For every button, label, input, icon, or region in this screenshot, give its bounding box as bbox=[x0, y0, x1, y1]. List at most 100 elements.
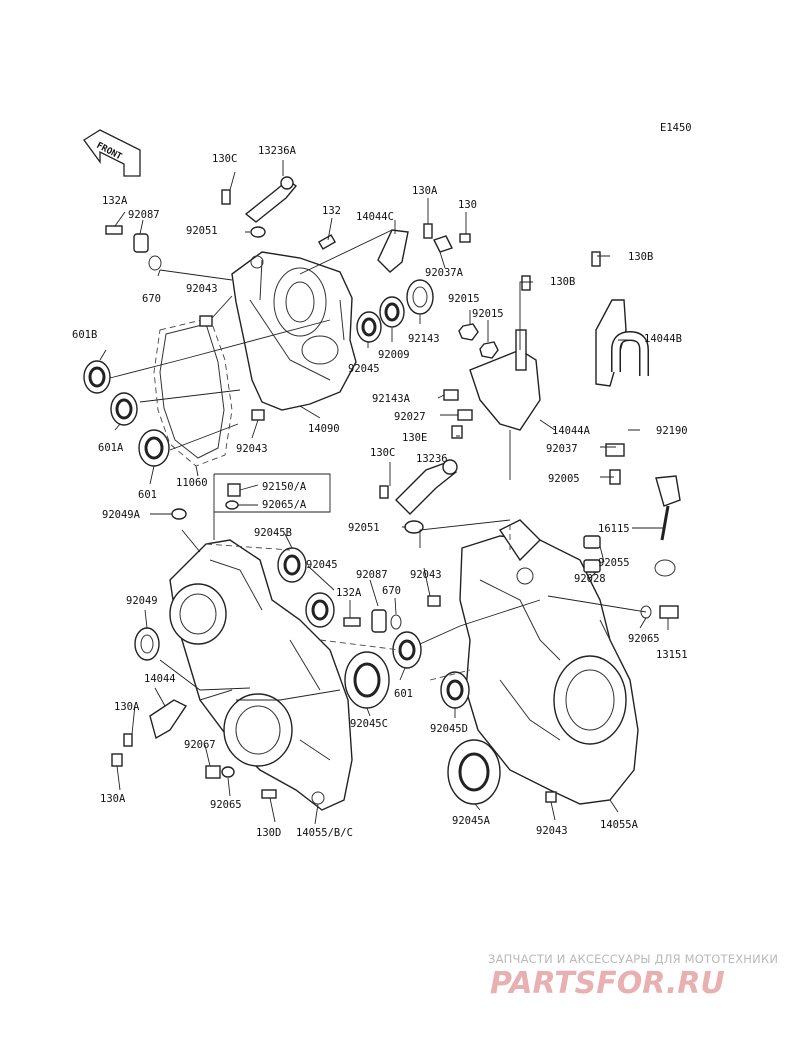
bearing-92045-lower bbox=[305, 592, 335, 628]
bolt-130e bbox=[451, 425, 463, 439]
part-label: 92043 bbox=[186, 283, 218, 295]
oil-seal-92143 bbox=[406, 279, 434, 315]
collar-92055 bbox=[583, 535, 601, 549]
part-label: 92055 bbox=[598, 557, 630, 569]
bolt-130b-top bbox=[591, 251, 601, 267]
collar-92028 bbox=[583, 559, 601, 573]
nut-92015b bbox=[479, 341, 499, 359]
part-label: 92015 bbox=[448, 293, 480, 305]
diagram-code: E1450 bbox=[660, 122, 692, 134]
part-label: 92045C bbox=[350, 718, 388, 730]
bearing-92045 bbox=[356, 311, 382, 343]
front-arrow-icon: FRONT bbox=[83, 129, 141, 177]
dowel-92043c bbox=[427, 595, 441, 607]
part-label: 11060 bbox=[176, 477, 208, 489]
part-label: 92065 bbox=[210, 799, 242, 811]
part-label: 601 bbox=[394, 688, 413, 700]
part-label: 670 bbox=[382, 585, 401, 597]
grommet-92087 bbox=[133, 233, 149, 253]
part-label: 130A bbox=[114, 701, 140, 713]
dowel-92043 bbox=[199, 315, 213, 327]
part-label: 92045 bbox=[348, 363, 380, 375]
part-label: 92045D bbox=[430, 723, 468, 735]
part-label: 92087 bbox=[356, 569, 388, 581]
part-label: 14044 bbox=[144, 673, 176, 685]
part-label: 92043 bbox=[410, 569, 442, 581]
gasket-11060 bbox=[153, 317, 233, 467]
shift-lever-13236a bbox=[221, 176, 298, 223]
bolt-130d bbox=[261, 789, 277, 799]
shift-lever-13236 bbox=[379, 459, 458, 515]
plug-92150 bbox=[225, 483, 241, 510]
part-label: 92045B bbox=[254, 527, 292, 539]
hose-92190 bbox=[605, 330, 649, 485]
washer-92051 bbox=[250, 226, 266, 238]
grommet-92087b bbox=[371, 609, 387, 633]
part-label: 670 bbox=[142, 293, 161, 305]
watermark: ЗАПЧАСТИ И АКСЕССУАРЫ ДЛЯ МОТОТЕХНИКИ PA… bbox=[488, 952, 778, 1001]
part-label: 13236 bbox=[416, 453, 448, 465]
washer-92049a bbox=[171, 508, 187, 520]
bracket-14044a bbox=[469, 329, 541, 431]
part-label: 92087 bbox=[128, 209, 160, 221]
part-label: 130C bbox=[370, 447, 395, 459]
part-label: 13151 bbox=[656, 649, 688, 661]
part-label: 14044C bbox=[356, 211, 394, 223]
part-label: 92005 bbox=[548, 473, 580, 485]
bearing-92045d bbox=[440, 671, 470, 709]
part-label: 92045A bbox=[452, 815, 491, 827]
part-label: 601 bbox=[138, 489, 157, 501]
part-label: 130B bbox=[628, 251, 653, 263]
bracket-14044 bbox=[111, 699, 188, 767]
bolt-132a bbox=[105, 225, 123, 235]
part-label: 14055/B/C bbox=[296, 827, 353, 839]
watermark-subtitle: ЗАПЧАСТИ И АКСЕССУАРЫ ДЛЯ МОТОТЕХНИКИ bbox=[488, 952, 778, 966]
dowel-92043d bbox=[545, 791, 557, 803]
bolt-132 bbox=[317, 234, 337, 250]
bearing-92045b bbox=[277, 547, 307, 583]
part-label: 92045 bbox=[306, 559, 338, 571]
nut-92015 bbox=[458, 323, 479, 341]
part-label: 132A bbox=[102, 195, 128, 207]
collar-92143a bbox=[443, 389, 459, 401]
part-label: 92049 bbox=[126, 595, 158, 607]
part-label: 13236A bbox=[258, 145, 297, 157]
part-label: 14044B bbox=[644, 333, 682, 345]
crankcase-left-14055 bbox=[169, 539, 353, 811]
oil-seal-92049 bbox=[134, 627, 160, 661]
part-label: 92037 bbox=[546, 443, 578, 455]
part-label: 92143 bbox=[408, 333, 440, 345]
bracket-14044b bbox=[595, 299, 627, 387]
collar-92027 bbox=[457, 409, 473, 421]
bracket-14044c bbox=[377, 223, 471, 273]
part-label: 601B bbox=[72, 329, 97, 341]
bearing-601-lower bbox=[392, 631, 422, 669]
watermark-brand: PARTSFOR.RU bbox=[490, 966, 725, 1001]
part-label: 92049A bbox=[102, 509, 141, 521]
plug-92067 bbox=[205, 765, 235, 779]
part-label: 92143A bbox=[372, 393, 411, 405]
part-label: 130A bbox=[412, 185, 438, 197]
part-label: 14090 bbox=[308, 423, 340, 435]
part-label: 130B bbox=[550, 276, 575, 288]
part-label: 92015 bbox=[472, 308, 504, 320]
bearing-92009 bbox=[379, 296, 405, 328]
switch-13151 bbox=[659, 605, 679, 619]
bearing-601 bbox=[138, 429, 170, 467]
dowel-92043b bbox=[251, 409, 265, 421]
oring-670b bbox=[390, 614, 402, 630]
part-label: 130A bbox=[100, 793, 126, 805]
part-label: 132A bbox=[336, 587, 362, 599]
part-labels: 130C 13236A 132A 92087 92051 132 14044C … bbox=[72, 145, 688, 839]
part-label: 601A bbox=[98, 442, 124, 454]
leader-lines bbox=[99, 160, 669, 825]
bolt-130b bbox=[521, 275, 531, 291]
part-label: 92027 bbox=[394, 411, 426, 423]
bolt-132a-lower bbox=[343, 617, 361, 627]
part-label: 92190 bbox=[656, 425, 688, 437]
dipstick-16115 bbox=[654, 475, 681, 577]
bearing-601b bbox=[83, 360, 111, 394]
part-label: 92028 bbox=[574, 573, 606, 585]
part-label: 130C bbox=[212, 153, 237, 165]
part-label: 92051 bbox=[186, 225, 218, 237]
